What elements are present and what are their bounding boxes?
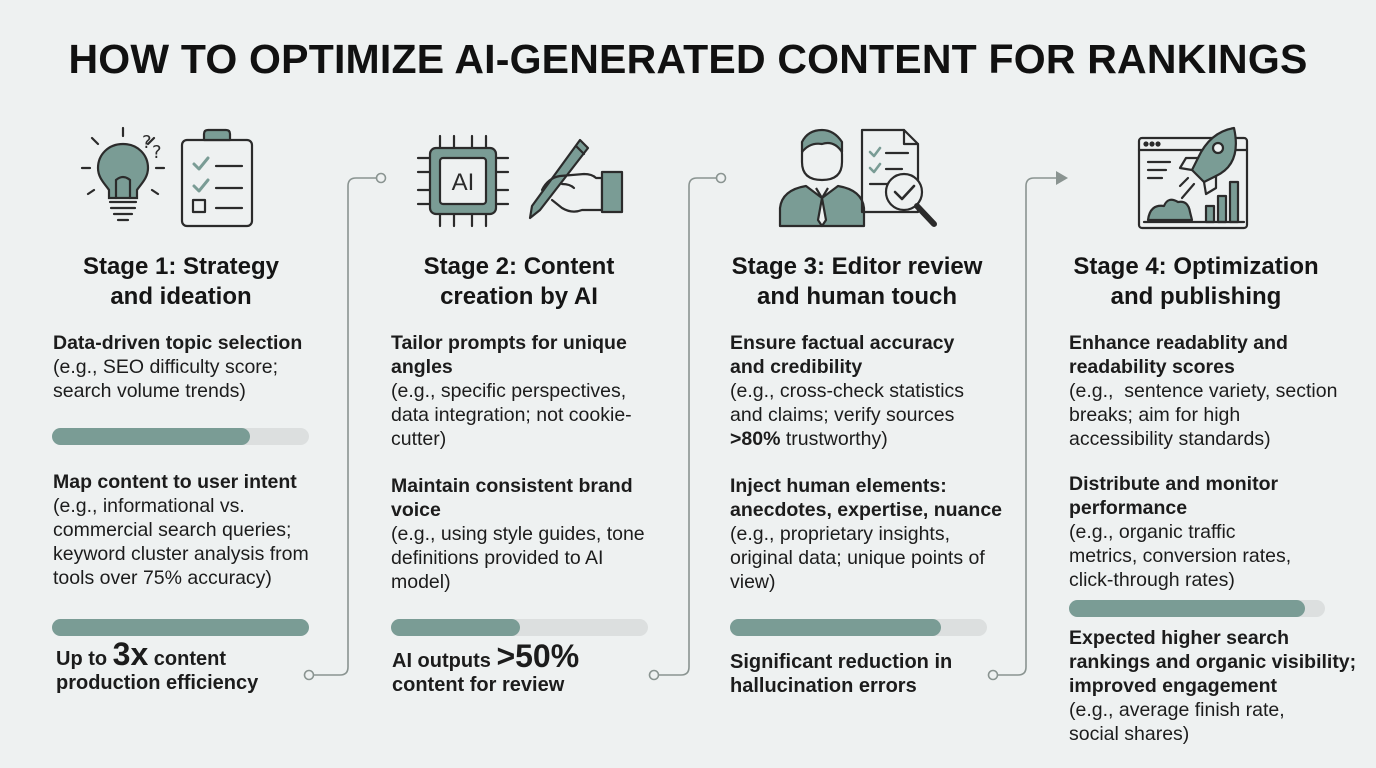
- ai-chip-icon: AI: [416, 134, 510, 228]
- stage-2-item-1: Tailor prompts for unique angles (e.g., …: [391, 331, 653, 451]
- item-body: (e.g., specific perspectives, data integ…: [391, 380, 632, 450]
- rocket-growth-icon: [1137, 126, 1249, 230]
- svg-text:?: ?: [152, 142, 162, 163]
- stage-1-heading: Stage 1: Strategy and ideation: [82, 253, 280, 310]
- stage-3-progress-bar: [730, 619, 987, 636]
- item-body: (e.g., sentence variety, section breaks;…: [1069, 380, 1343, 450]
- connector-arrowhead: [1056, 171, 1068, 185]
- checklist-icon: [180, 128, 254, 228]
- connector-2-3: [658, 177, 716, 676]
- stage-2-heading: Stage 2: Content creation by AI: [423, 253, 615, 310]
- svg-text:AI: AI: [452, 169, 475, 196]
- connector-1-2: [313, 177, 376, 676]
- writing-hand-icon: [528, 138, 624, 220]
- stage-3-heading: Stage 3: Editor review and human touch: [731, 253, 983, 310]
- stage-3-outcome: Significant reduction in hallucination e…: [730, 651, 953, 697]
- item-title: Ensure factual accuracy and credibility: [730, 332, 955, 378]
- item-body: (e.g., cross-check statistics and claims…: [730, 380, 965, 450]
- item-title: Maintain consistent brand voice: [391, 475, 633, 521]
- item-body: (e.g., organic traffic metrics, conversi…: [1069, 521, 1292, 591]
- item-title: Data-driven topic selection: [53, 332, 303, 354]
- stage-4-heading: Stage 4: Optimization and publishing: [1073, 253, 1319, 310]
- stage-1-item-1: Data-driven topic selection (e.g., SEO d…: [53, 331, 343, 403]
- item-body: (e.g., SEO difficulty score; search volu…: [53, 356, 279, 402]
- stage-4-progress-bar: [1069, 600, 1325, 617]
- outcome-body: (e.g., average finish rate, social share…: [1069, 699, 1285, 745]
- item-title: Map content to user intent: [53, 471, 297, 493]
- stage-3-item-1: Ensure factual accuracy and credibility …: [730, 331, 1000, 451]
- item-body: (e.g., proprietary insights, original da…: [730, 523, 985, 593]
- item-title: Inject human elements: anecdotes, expert…: [730, 475, 1003, 521]
- svg-text:?: ?: [142, 132, 152, 153]
- stage-1-progress-bar-2: [52, 619, 309, 636]
- stage-3-item-2: Inject human elements: anecdotes, expert…: [730, 474, 1010, 594]
- stage-1-item-2: Map content to user intent (e.g., inform…: [53, 470, 343, 590]
- stage-4-item-1: Enhance readablity and readability score…: [1069, 331, 1339, 451]
- page-title: HOW TO OPTIMIZE AI-GENERATED CONTENT FOR…: [68, 36, 1308, 82]
- document-magnifier-icon: [860, 128, 937, 227]
- stage-4-outcome: Expected higher search rankings and orga…: [1069, 626, 1369, 746]
- stage-1-progress-bar-1: [52, 428, 309, 445]
- stage-4-item-2: Distribute and monitor performance (e.g.…: [1069, 472, 1339, 592]
- item-title: Tailor prompts for unique angles: [391, 332, 627, 378]
- stage-2-progress-bar: [391, 619, 648, 636]
- item-title: Distribute and monitor performance: [1069, 473, 1279, 519]
- item-title: Enhance readablity and readability score…: [1069, 332, 1288, 378]
- item-body: (e.g., using style guides, tone definiti…: [391, 523, 645, 593]
- item-body: (e.g., informational vs. commercial sear…: [53, 495, 309, 589]
- stage-1-outcome: Up to 3x content production efficiency: [56, 636, 259, 694]
- lightbulb-icon: ? ?: [80, 126, 166, 222]
- editor-person-icon: [778, 128, 866, 228]
- stage-2-item-2: Maintain consistent brand voice (e.g., u…: [391, 474, 653, 594]
- outcome-title: Expected higher search rankings and orga…: [1069, 627, 1357, 697]
- connector-3-4: [997, 177, 1058, 676]
- stage-2-outcome: AI outputs >50% content for review: [392, 638, 580, 696]
